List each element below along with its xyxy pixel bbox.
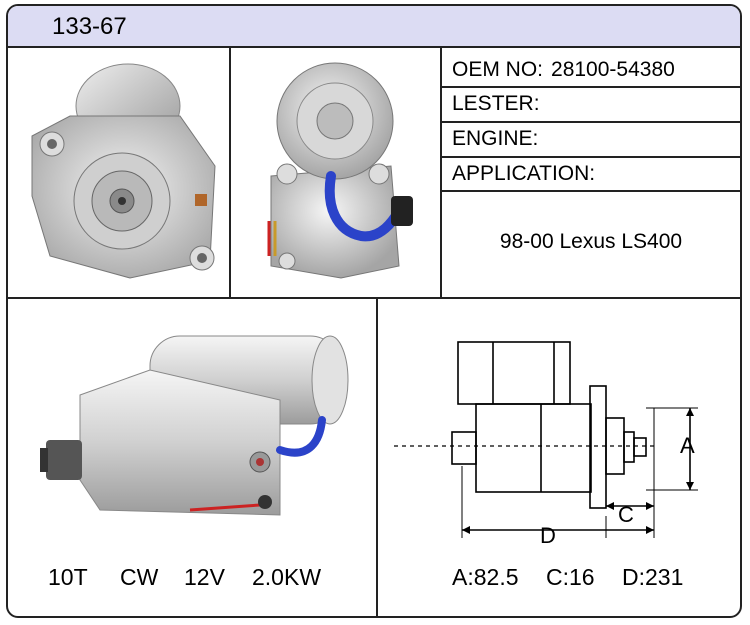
lester-row: LESTER:: [452, 92, 540, 116]
oem-row: OEM NO: 28100-54380: [452, 58, 675, 82]
dimension-d: D:231: [622, 564, 684, 590]
header-bar: 133-67: [8, 6, 740, 48]
table-line-3: [441, 156, 740, 158]
dimension-a: A:82.5: [452, 564, 519, 590]
dimension-drawing: A C D: [394, 341, 698, 548]
photo-front-view: [10, 46, 228, 296]
specs-table: OEM NO: 28100-54380 LESTER: ENGINE: APPLI…: [442, 46, 740, 296]
dimension-c: C:16: [546, 564, 595, 590]
photo-rear-view: [231, 46, 439, 296]
engine-row: ENGINE:: [452, 127, 538, 151]
application-label: APPLICATION:: [452, 162, 596, 185]
starter-rear-illustration: [267, 62, 413, 279]
table-line-1: [441, 86, 740, 88]
divider-bottom: [376, 298, 378, 616]
feature-power: 2.0KW: [252, 564, 322, 590]
application-value: 98-00 Lexus LS400: [499, 230, 683, 253]
feature-voltage: 12V: [184, 564, 225, 590]
starter-side-illustration: [40, 335, 349, 516]
oem-label: OEM NO:: [452, 58, 544, 81]
part-code: 133-67: [52, 13, 127, 40]
dimension-diagram: A C D: [378, 300, 740, 550]
divider-mid: [8, 297, 740, 299]
label-a: A: [680, 433, 695, 458]
feature-teeth: 10T: [48, 564, 88, 590]
label-c: C: [618, 502, 634, 527]
application-row: APPLICATION:: [452, 162, 595, 186]
starter-front-illustration: [31, 63, 216, 279]
divider-top-2: [440, 46, 442, 298]
table-line-2: [441, 121, 740, 123]
feature-rotation: CW: [120, 564, 159, 590]
oem-value: 28100-54380: [551, 58, 675, 81]
divider-top-1: [229, 46, 231, 298]
label-d: D: [540, 523, 556, 548]
table-line-4: [441, 190, 740, 192]
lester-label: LESTER:: [452, 92, 540, 115]
engine-label: ENGINE:: [452, 127, 539, 150]
photo-side-view: [10, 300, 374, 550]
